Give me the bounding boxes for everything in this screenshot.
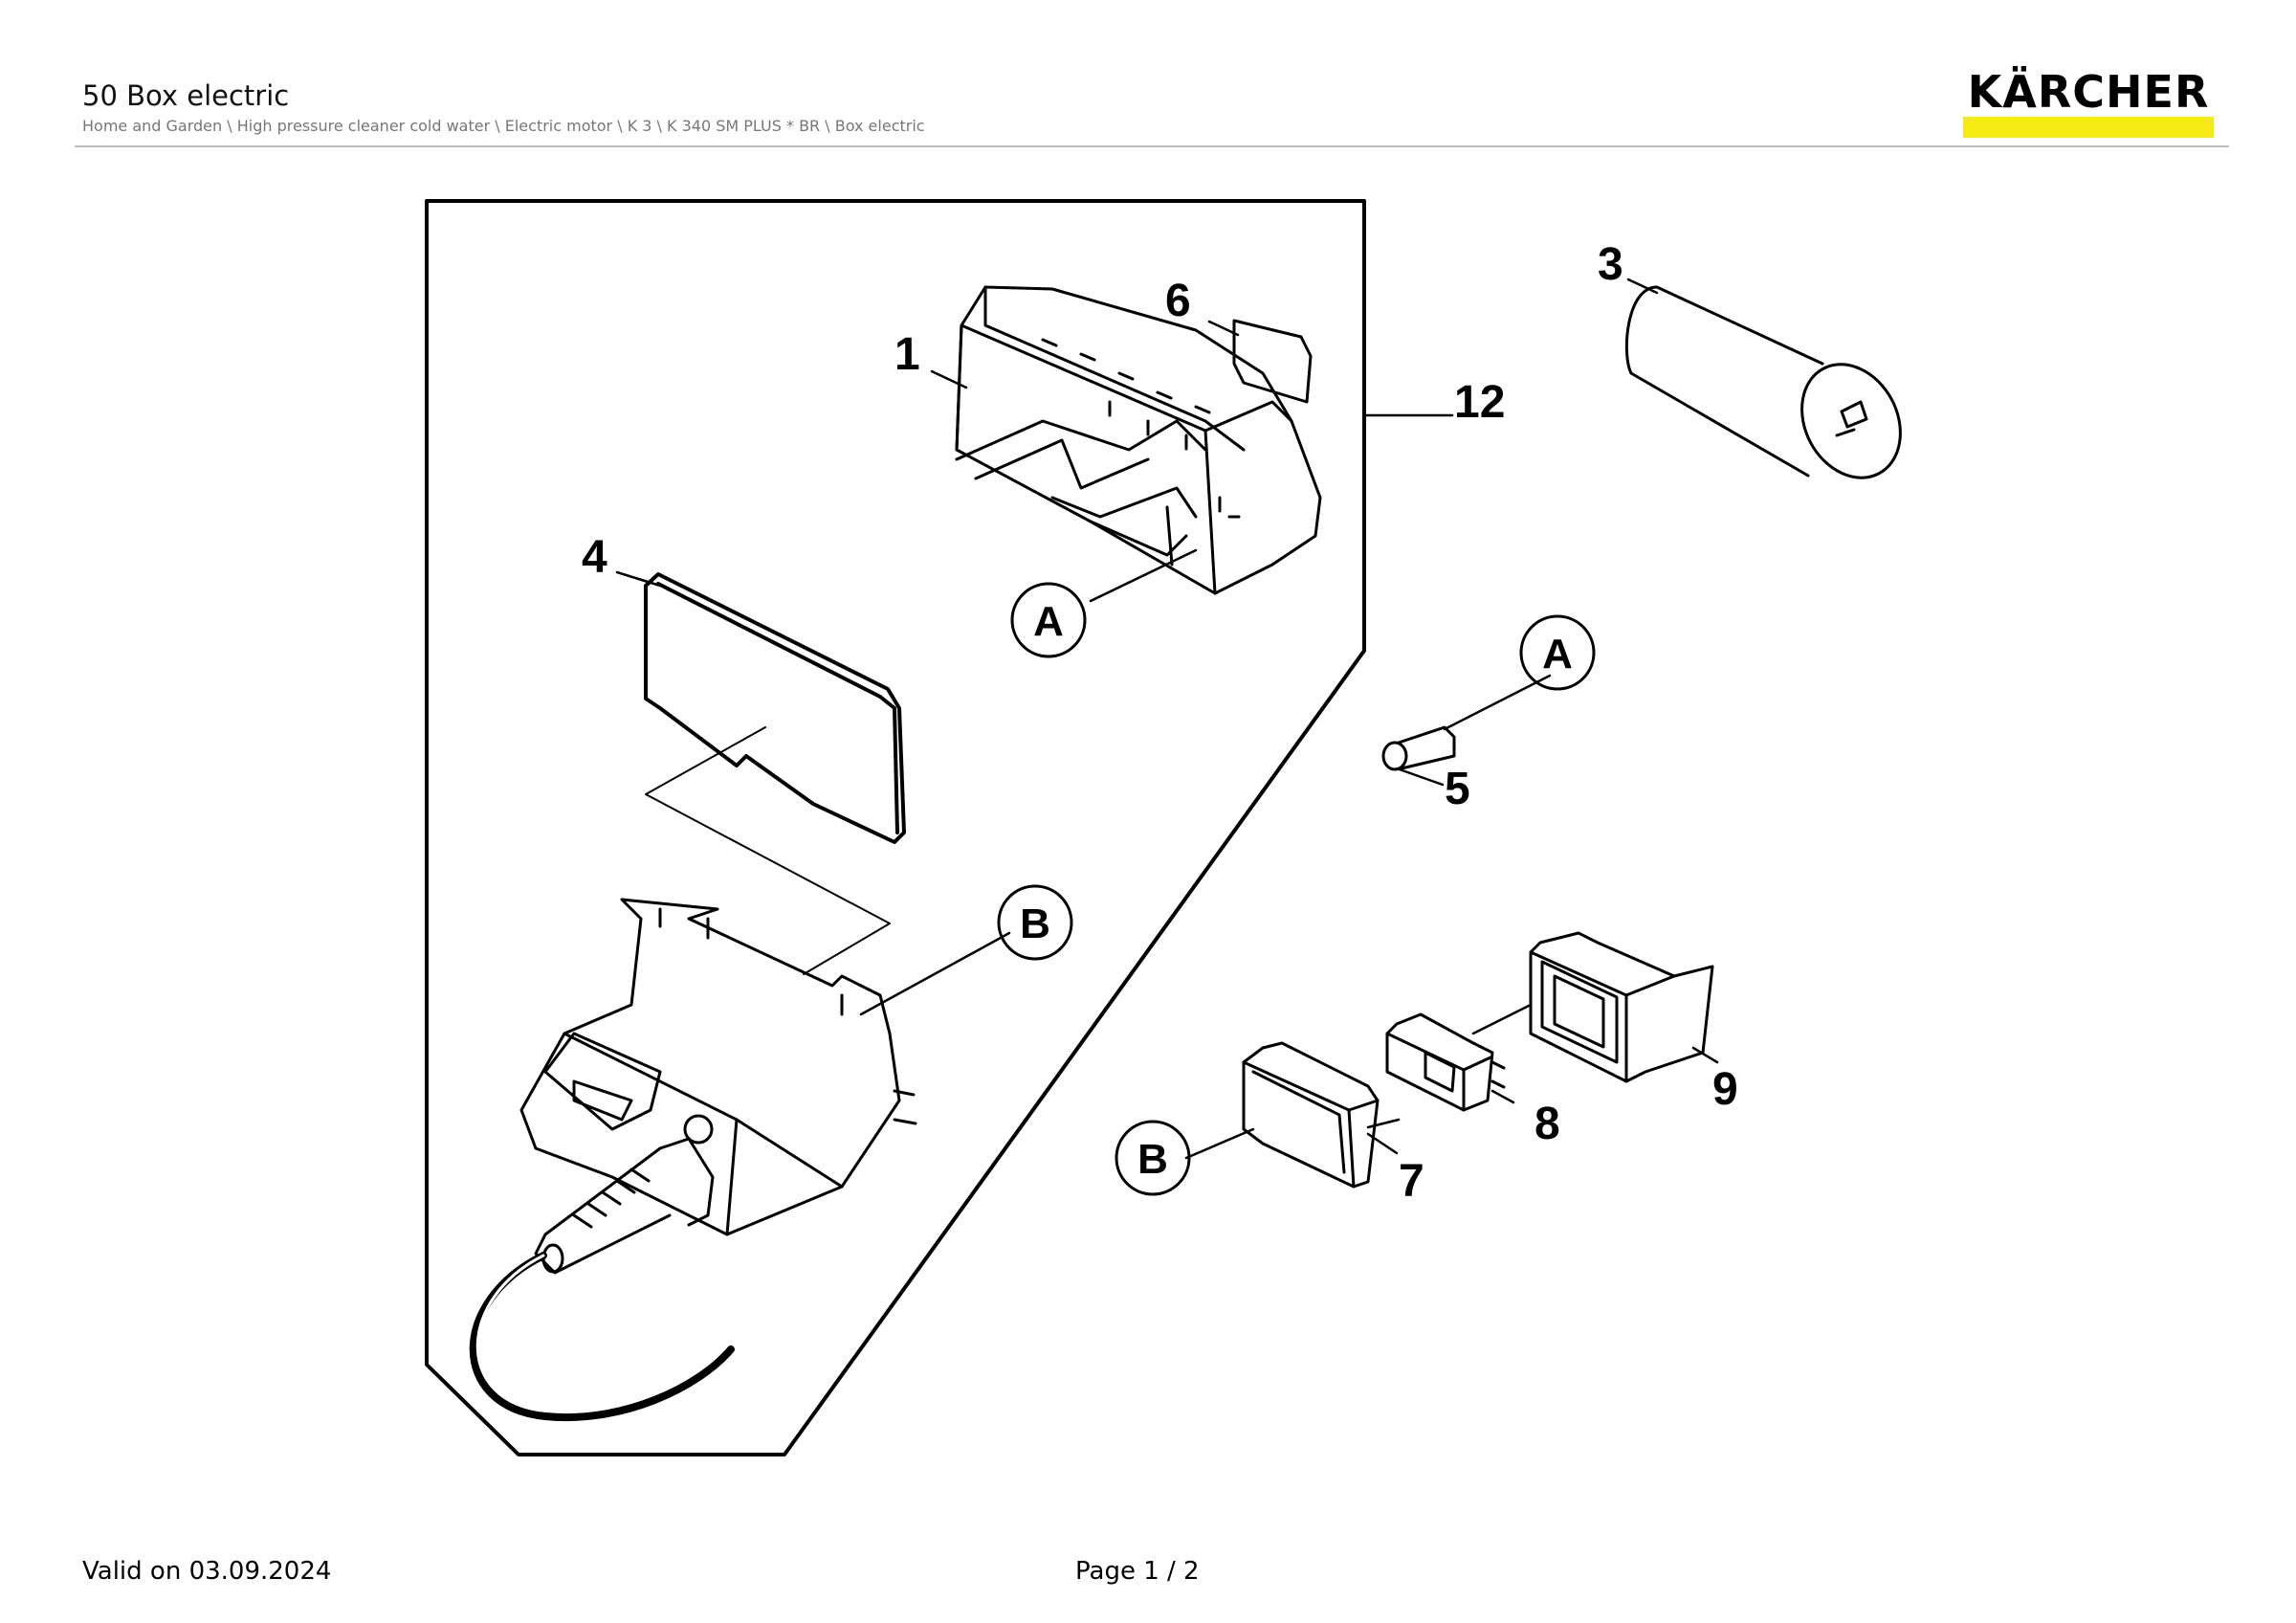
part-3-capacitor — [1624, 285, 1902, 479]
ref-circle-b-lower — [1115, 1120, 1191, 1196]
part-8-switch — [1385, 1012, 1506, 1112]
page-header: 50 Box electric Home and Garden \ High p… — [82, 77, 2229, 147]
label-part-6: 6 — [1165, 276, 1191, 326]
ref-label-b-lower: B — [1137, 1136, 1168, 1183]
assembly-outline — [425, 199, 1366, 1456]
page-title: 50 Box electric — [82, 79, 290, 112]
label-part-1: 1 — [894, 329, 920, 380]
label-part-12: 12 — [1454, 377, 1505, 428]
ref-circle-b-upper — [997, 884, 1073, 961]
header-divider — [75, 145, 2229, 147]
label-part-9: 9 — [1712, 1064, 1738, 1115]
leader-lines — [615, 278, 1719, 1160]
cable — [469, 1252, 735, 1421]
part-4-seal — [644, 572, 906, 844]
karcher-logo: KÄRCHER — [1963, 67, 2214, 138]
ref-label-a-upper: A — [1033, 598, 1064, 645]
label-part-8: 8 — [1534, 1099, 1560, 1149]
ref-label-b-upper: B — [1020, 900, 1050, 947]
label-part-5: 5 — [1445, 764, 1470, 814]
part-9-cover — [1529, 931, 1714, 1083]
logo-wordmark: KÄRCHER — [1967, 66, 2210, 118]
part-1-cover — [955, 285, 1322, 595]
part-6-tag — [1232, 319, 1313, 404]
part-4-thin-outline — [645, 726, 891, 975]
page-number: Page 1 / 2 — [1075, 1557, 1200, 1586]
ref-circle-a-right — [1519, 614, 1596, 691]
ref-label-a-right: A — [1542, 631, 1573, 678]
part-7-frame — [1242, 1041, 1380, 1189]
breadcrumb: Home and Garden \ High pressure cleaner … — [82, 117, 925, 135]
label-part-4: 4 — [582, 532, 607, 583]
part-5-screw — [1381, 725, 1456, 771]
label-part-7: 7 — [1399, 1156, 1424, 1207]
electrical-box — [519, 898, 917, 1275]
logo-yellow-bar — [1963, 117, 2214, 138]
label-part-3: 3 — [1598, 239, 1623, 290]
ref-circle-a-upper — [1010, 582, 1087, 658]
valid-date: Valid on 03.09.2024 — [82, 1557, 332, 1586]
